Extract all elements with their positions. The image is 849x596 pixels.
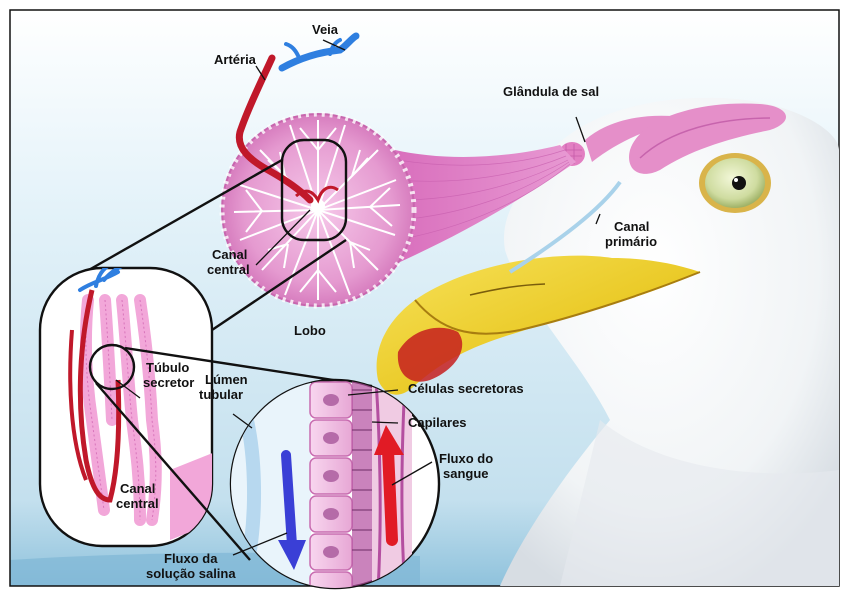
- label-glandula: Glândula de sal: [503, 84, 599, 99]
- label-canal-primario-1: Canal: [614, 219, 649, 234]
- label-fluxo-sangue-2: sangue: [443, 466, 489, 481]
- label-tubulo-2: secretor: [143, 375, 194, 390]
- label-canal-primario-2: primário: [605, 234, 657, 249]
- label-tubulo-1: Túbulo: [146, 360, 189, 375]
- label-canal-central-1: Canal: [212, 247, 247, 262]
- label-canal-central-b2: central: [116, 496, 159, 511]
- label-veia: Veia: [312, 22, 339, 37]
- label-canal-central-2: central: [207, 262, 250, 277]
- lobe: [222, 114, 414, 306]
- label-lumen-2: tubular: [199, 387, 243, 402]
- label-fluxo-sangue-1: Fluxo do: [439, 451, 493, 466]
- label-celulas: Células secretoras: [408, 381, 524, 396]
- blood-flow-arrow: [388, 450, 392, 540]
- label-canal-central-b1: Canal: [120, 481, 155, 496]
- salt-flow-arrow: [286, 455, 292, 545]
- label-arteria: Artéria: [214, 52, 257, 67]
- label-fluxo-solucao-1: Fluxo da: [164, 551, 218, 566]
- label-capilares: Capilares: [408, 415, 467, 430]
- gull-eye: [699, 153, 771, 213]
- label-fluxo-solucao-2: solução salina: [146, 566, 236, 581]
- label-lobo: Lobo: [294, 323, 326, 338]
- label-lumen-1: Lúmen: [205, 372, 248, 387]
